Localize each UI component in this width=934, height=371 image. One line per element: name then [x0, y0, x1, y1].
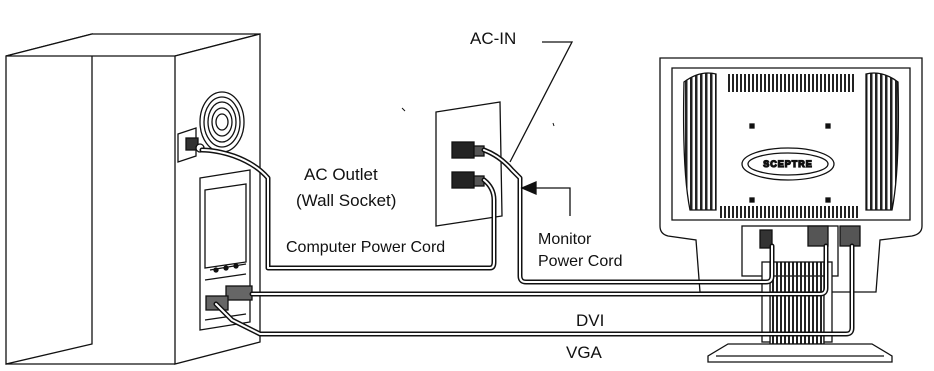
brand-logo: SCEPTRE — [763, 159, 813, 169]
label-ac-in: AC-IN — [470, 29, 516, 48]
label-dvi: DVI — [576, 311, 604, 330]
pointers — [509, 41, 574, 216]
labels: AC-IN AC Outlet (Wall Socket) Computer P… — [286, 29, 622, 362]
psu-socket — [177, 127, 205, 163]
label-monitor: Monitor — [538, 231, 592, 248]
arrow-head-icon — [520, 181, 537, 195]
cables — [199, 147, 855, 337]
label-ac-outlet: AC Outlet — [304, 165, 378, 184]
label-power-cord: Power Cord — [538, 253, 622, 270]
monitor-cord-arrow-line — [532, 187, 571, 216]
wall-outlet — [401, 101, 555, 227]
computer-tower — [5, 33, 261, 365]
dvi-port — [225, 285, 253, 301]
ac-in-leader-line — [509, 41, 574, 163]
fan-icon — [199, 91, 245, 153]
label-vga: VGA — [566, 343, 603, 362]
label-computer-power-cord: Computer Power Cord — [286, 239, 445, 256]
label-wall-socket: (Wall Socket) — [296, 191, 396, 210]
monitor: SCEPTRE — [659, 57, 923, 363]
